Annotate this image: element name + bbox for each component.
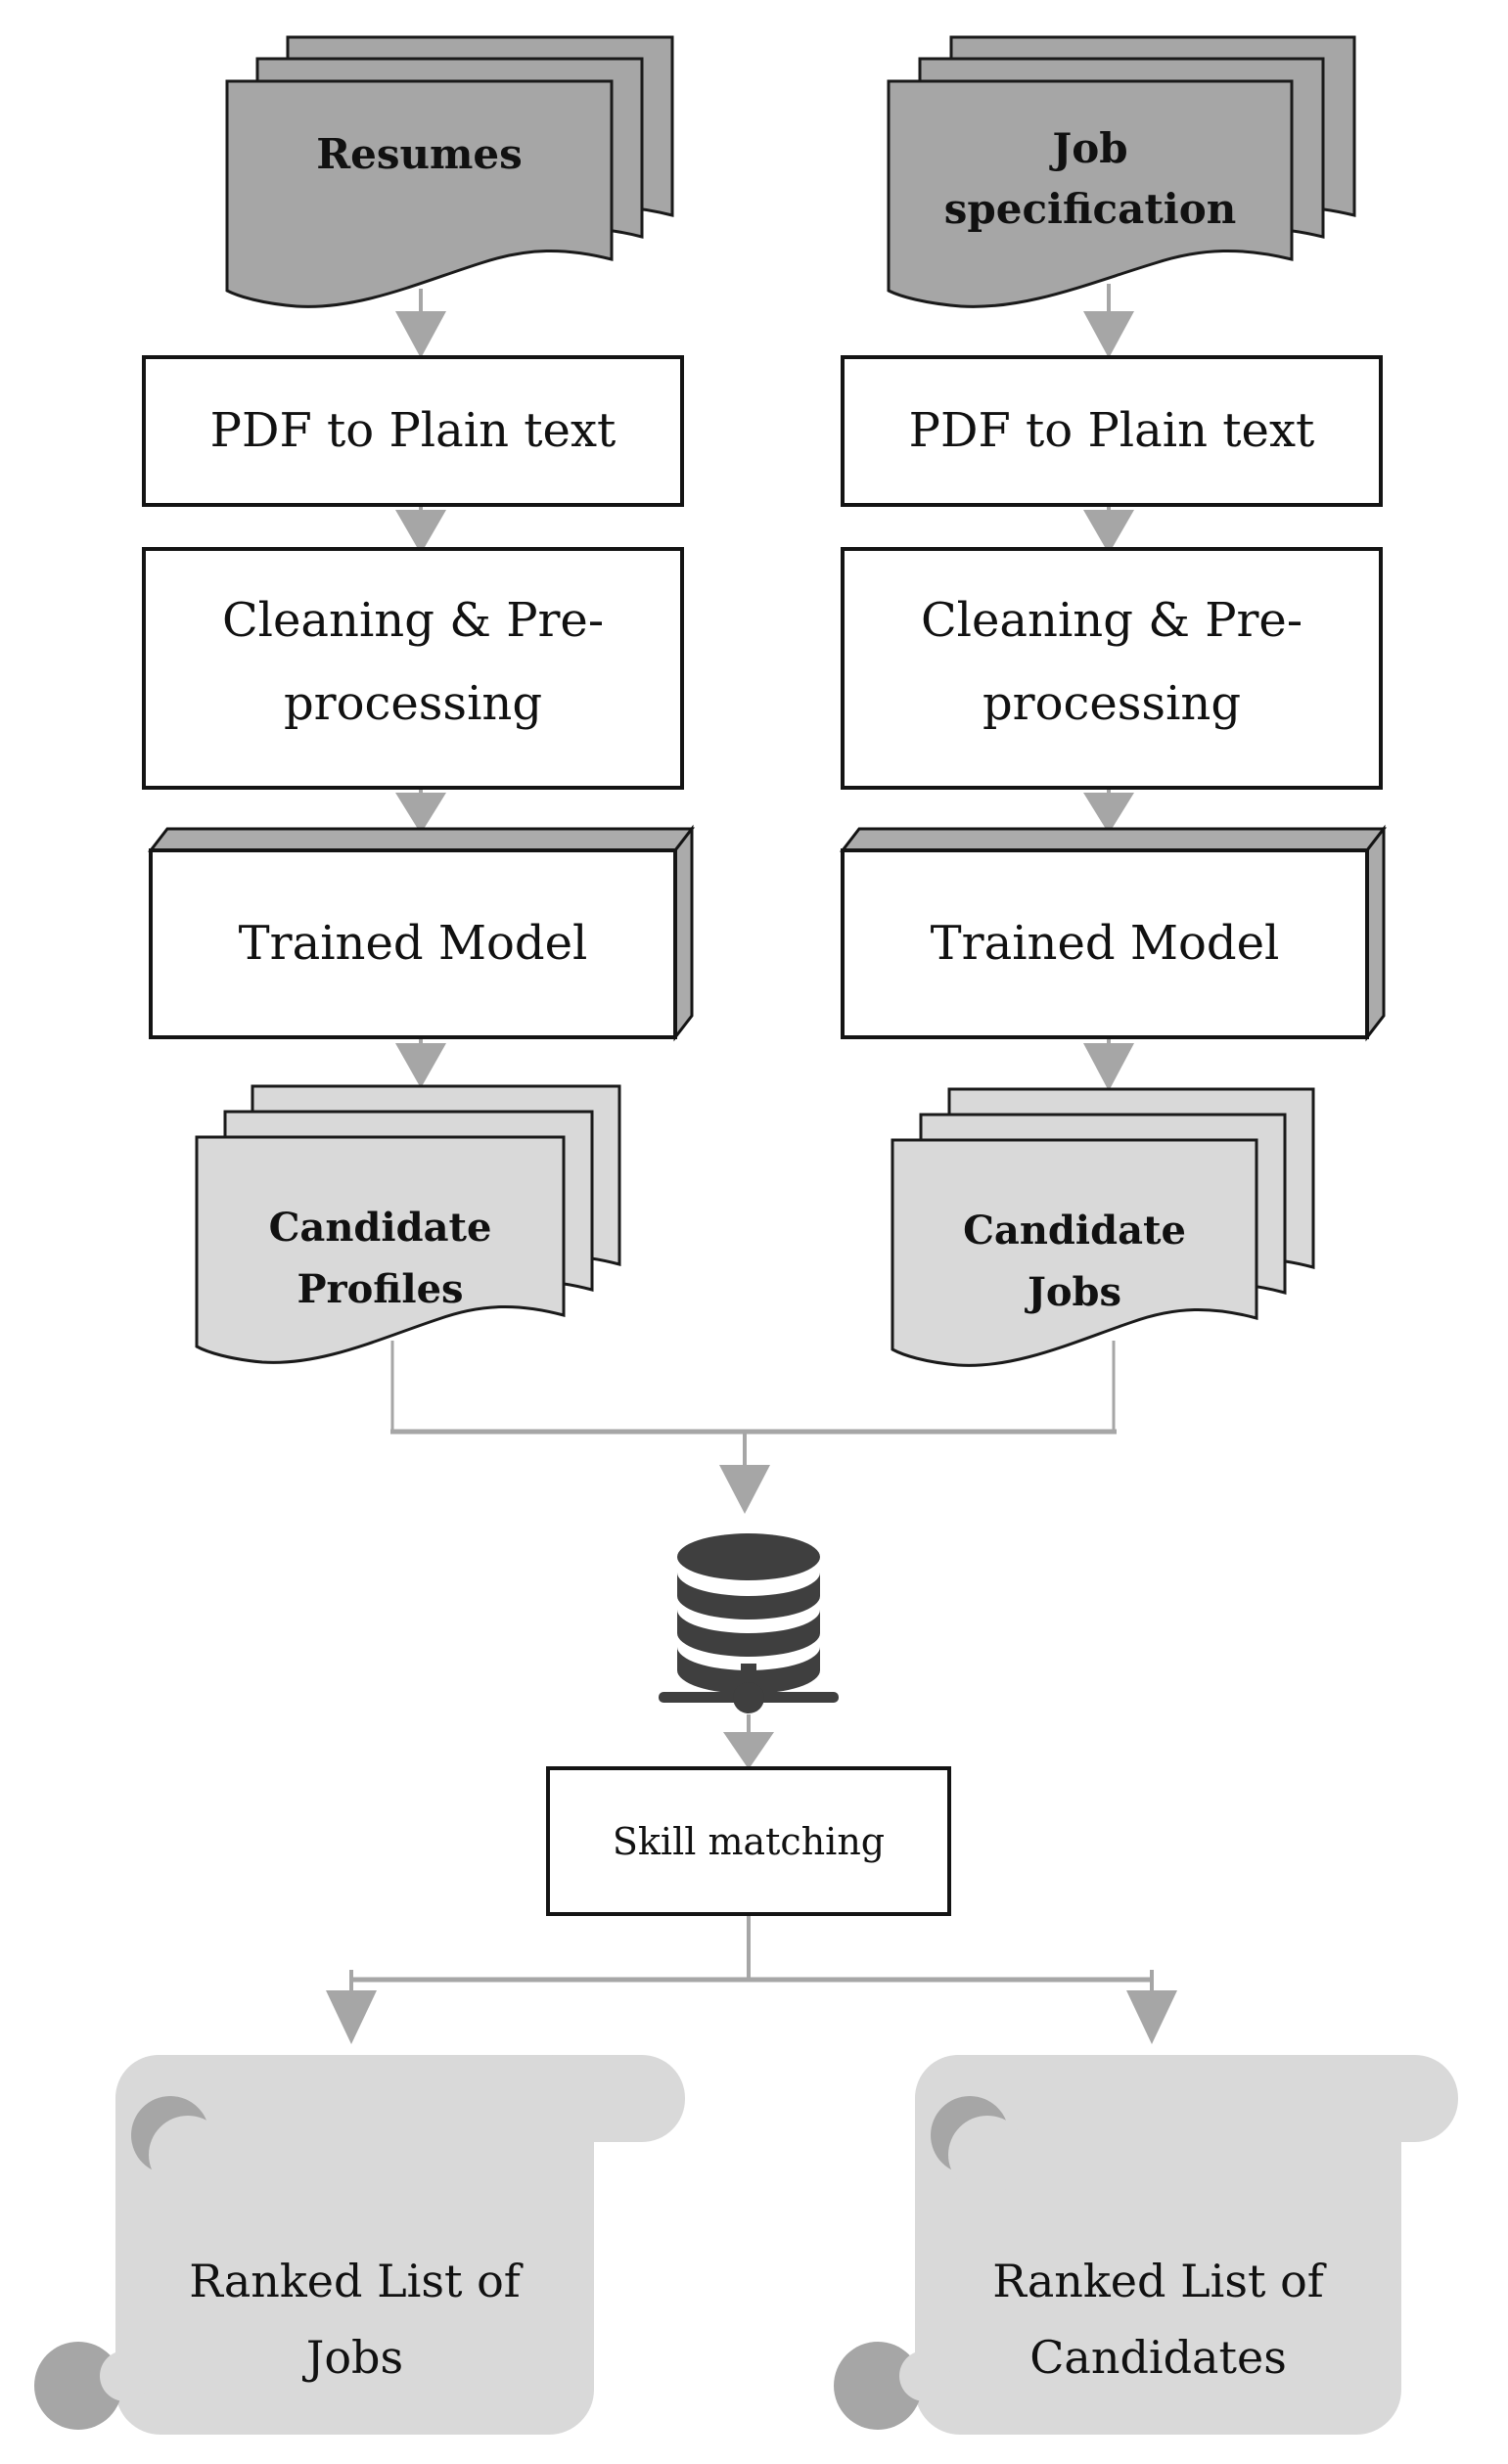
arrow-down-icon bbox=[395, 510, 446, 554]
candidate-profiles-stack bbox=[195, 1084, 621, 1364]
arrow-down-icon bbox=[395, 311, 446, 358]
database-icon bbox=[677, 1533, 820, 1694]
merge-connector bbox=[390, 1341, 1117, 1467]
network-connector-icon bbox=[659, 1664, 839, 1713]
arrow-down-icon bbox=[1083, 311, 1134, 358]
pdf-to-text-box-left bbox=[142, 355, 684, 507]
arrow-down-icon bbox=[395, 1043, 446, 1088]
skill-matching-box bbox=[546, 1766, 951, 1916]
pdf-to-text-box-right bbox=[841, 355, 1383, 507]
left-column-arrows bbox=[395, 289, 446, 1088]
arrow-down-icon bbox=[1126, 1990, 1177, 2044]
trained-model-cube-left bbox=[147, 824, 696, 1042]
arrow-down-icon bbox=[395, 793, 446, 834]
ranked-candidates-scroll bbox=[834, 2055, 1458, 2435]
candidate-jobs-stack bbox=[891, 1087, 1315, 1367]
cleaning-box-left bbox=[142, 547, 684, 790]
split-connector bbox=[349, 1914, 1154, 1994]
arrow-down-icon bbox=[326, 1990, 377, 2044]
scroll-curl-icon bbox=[34, 2342, 122, 2430]
right-column-arrows bbox=[1083, 284, 1134, 1091]
cleaning-box-right bbox=[841, 547, 1383, 790]
arrow-down-icon bbox=[1083, 510, 1134, 554]
arrow-down-icon bbox=[723, 1732, 774, 1769]
trained-model-cube-right bbox=[839, 824, 1388, 1042]
arrow-down-icon bbox=[1083, 793, 1134, 834]
scroll-curl-icon bbox=[834, 2342, 922, 2430]
resumes-stack bbox=[225, 35, 674, 308]
arrow-down-icon bbox=[1083, 1043, 1134, 1091]
ranked-jobs-scroll bbox=[34, 2055, 685, 2435]
job-specification-stack bbox=[887, 35, 1356, 308]
arrow-down-icon bbox=[719, 1465, 770, 1514]
